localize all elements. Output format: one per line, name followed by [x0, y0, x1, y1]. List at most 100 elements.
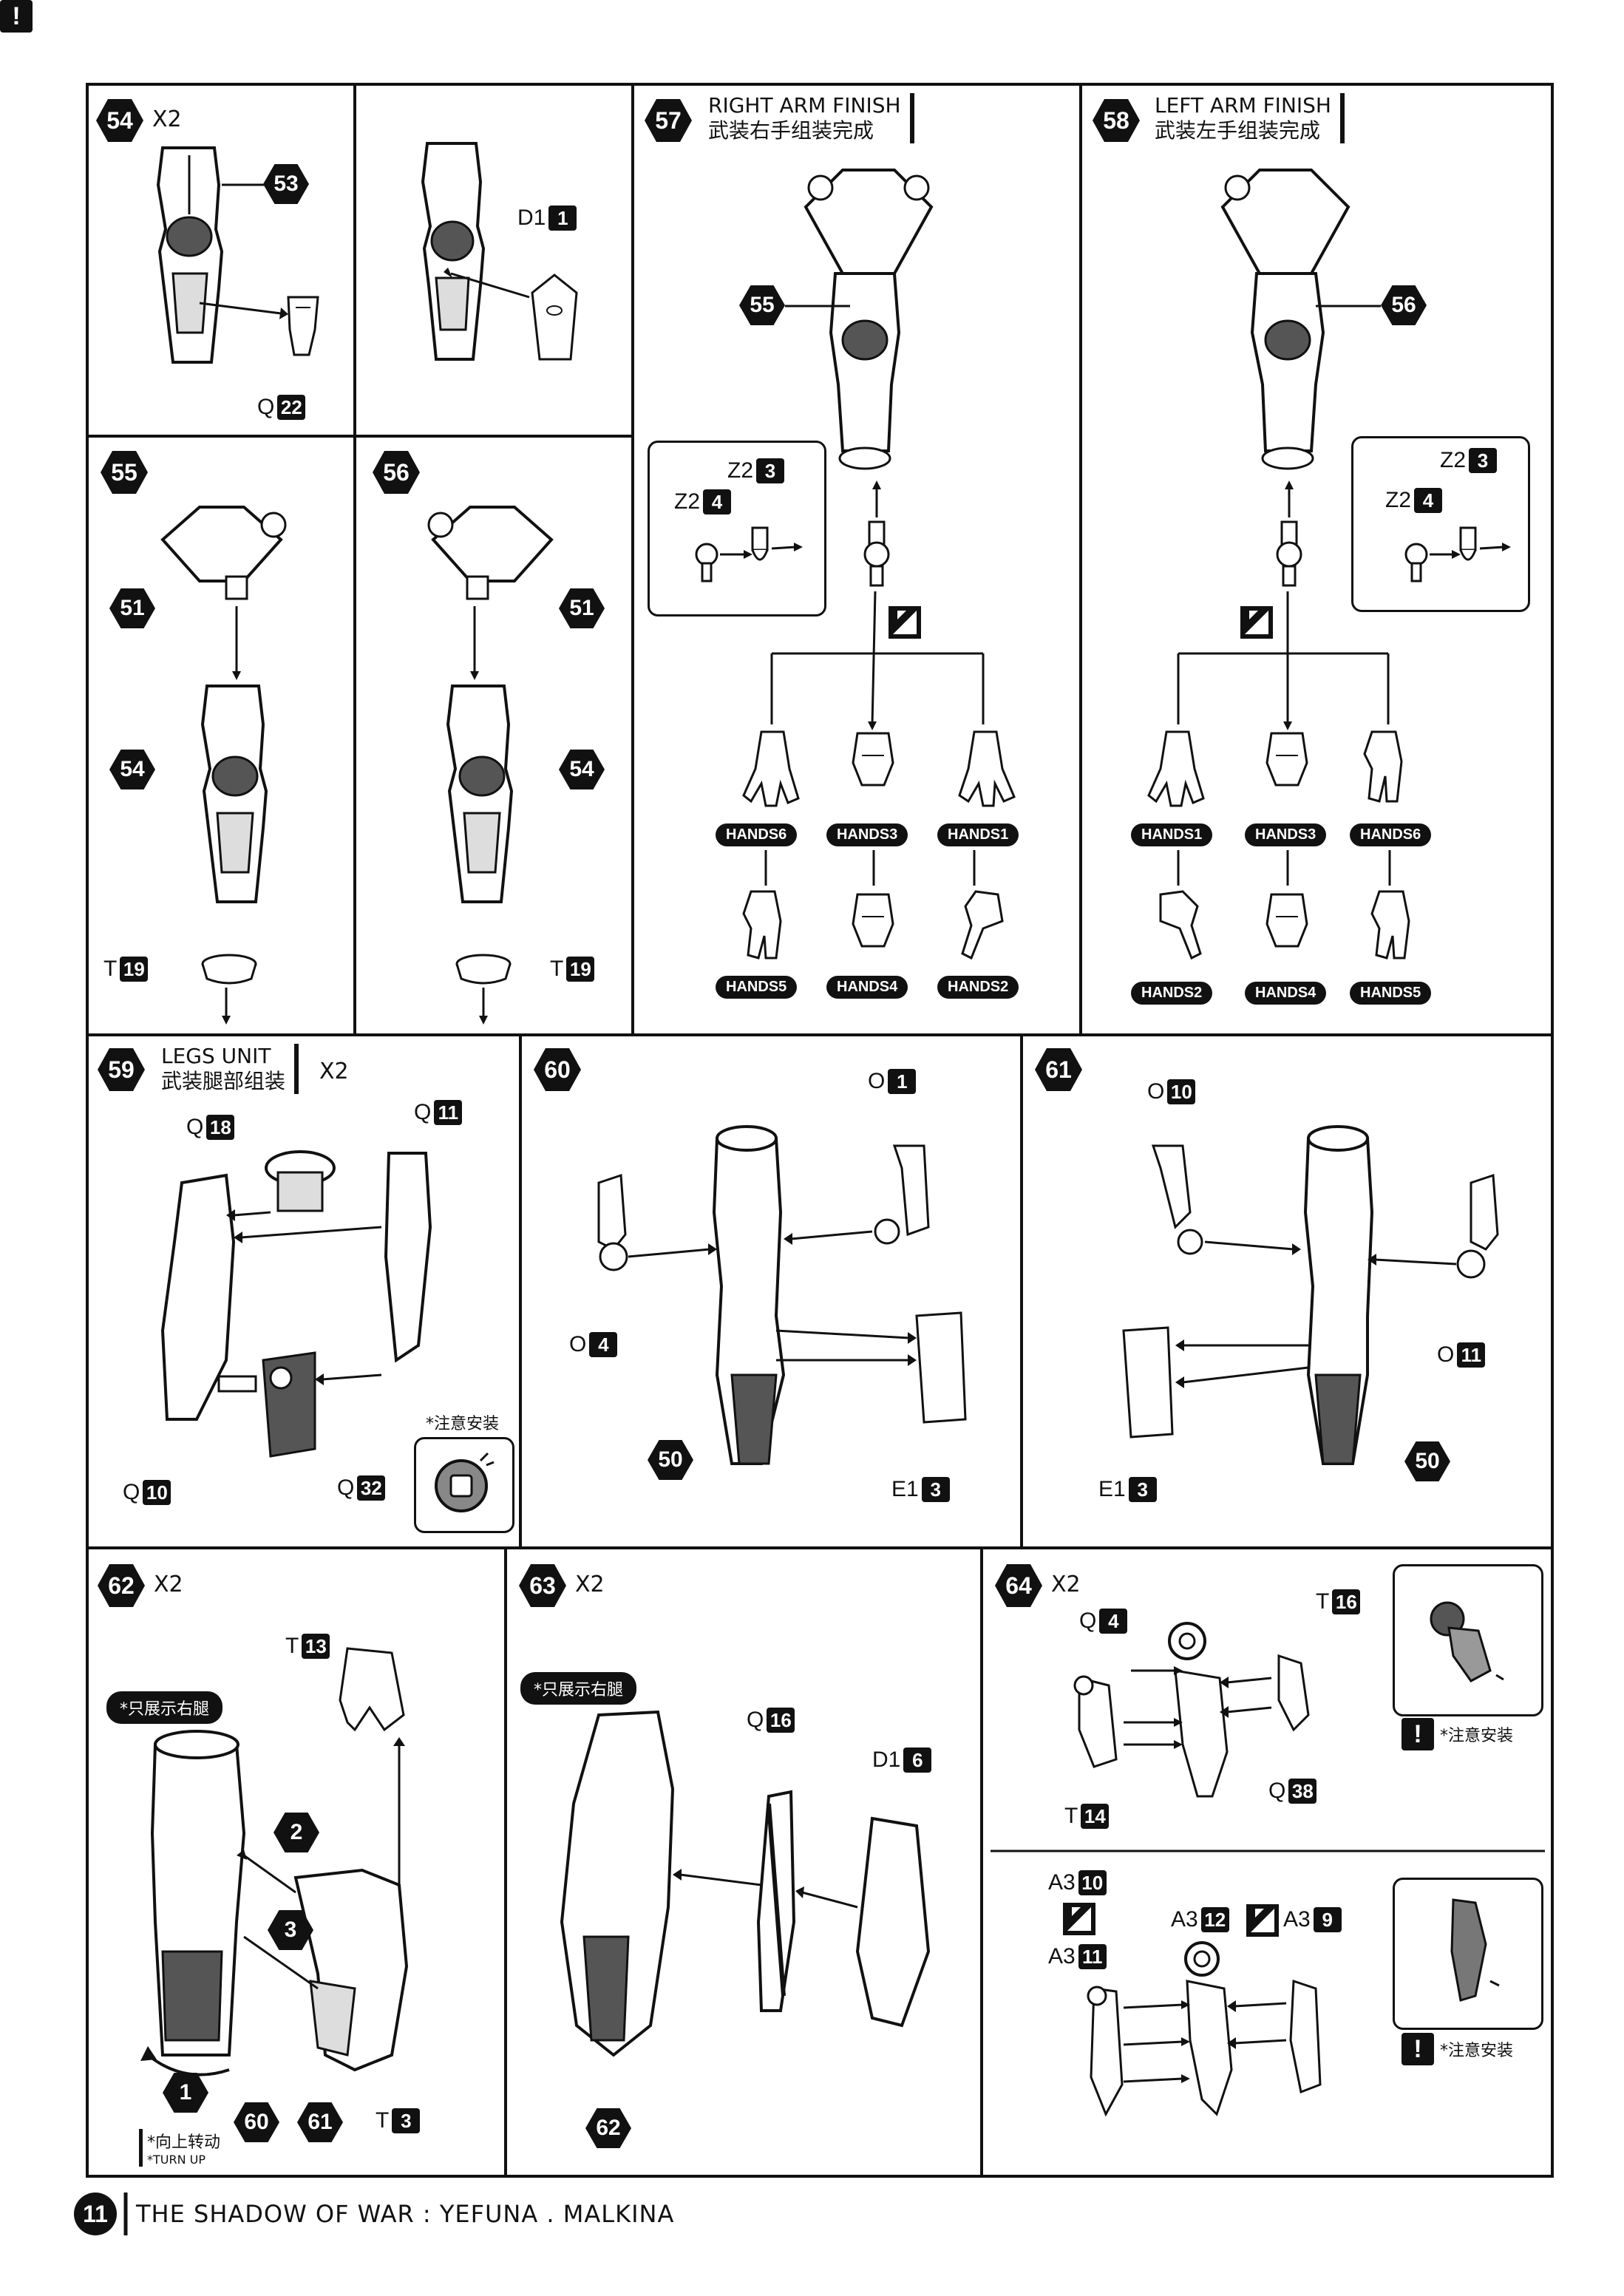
hand-label: HANDS4 — [1245, 982, 1327, 1005]
callout-box — [1351, 436, 1530, 612]
footer-divider — [123, 2193, 128, 2235]
hand-illustration — [742, 730, 800, 807]
leg-assembly-illustration — [140, 1647, 409, 2076]
step-title-cn: 武装左手组装完成 — [1155, 118, 1321, 143]
part-60-marker: 60 — [234, 2102, 279, 2142]
hand-illustration — [852, 732, 894, 787]
hand-illustration — [961, 890, 1004, 960]
step-title: RIGHT ARM FINISH 武装右手组装完成 — [708, 93, 914, 143]
assembly-arrow — [479, 988, 488, 1025]
hand-label: HANDS2 — [937, 976, 1019, 999]
leg-assembly-illustration — [597, 1125, 967, 1465]
joint-parts-illustration — [695, 526, 803, 583]
arm-part-illustration — [446, 685, 514, 903]
part-53-marker: 53 — [263, 164, 309, 204]
hand-illustration — [1147, 730, 1205, 807]
step-number: 64 — [995, 1564, 1042, 1607]
hand-tree-lines — [1177, 591, 1390, 730]
arm-part-illustration — [200, 685, 268, 903]
hand-label: HANDS2 — [1131, 982, 1213, 1005]
step-order-2: 2 — [274, 1813, 319, 1852]
assembly-arrow — [232, 606, 241, 680]
hand-illustration — [1363, 730, 1403, 803]
swap-icon — [1063, 1903, 1095, 1935]
step-title-cn: 武装腿部组装 — [161, 1069, 286, 1093]
hand-illustration — [1265, 893, 1308, 948]
warning-icon: ! — [1402, 1718, 1434, 1750]
small-part-illustration — [531, 274, 578, 361]
install-note-text: *注意安装 — [1440, 2042, 1514, 2060]
multiplier: X2 — [152, 106, 182, 132]
detail-part-illustration — [1430, 1601, 1504, 1682]
swap-icon — [889, 606, 921, 639]
step-title: LEFT ARM FINISH 武装左手组装完成 — [1155, 93, 1345, 143]
turn-up-note: *向上转动 *TURN UP — [139, 2129, 220, 2167]
hand-label: HANDS5 — [716, 976, 798, 999]
hand-label: HANDS3 — [1245, 823, 1327, 846]
detail-part-illustration — [1450, 1898, 1500, 2002]
leg-assembly-illustration — [1122, 1125, 1499, 1465]
step-title: LEGS UNIT 武装腿部组装 — [161, 1044, 299, 1094]
leg-frame-illustration — [160, 1150, 432, 1458]
footer-title: THE SHADOW OF WAR : YEFUNA . MALKINA — [136, 2200, 675, 2228]
swap-icon — [1240, 606, 1273, 639]
hand-label: HANDS6 — [1350, 823, 1432, 846]
arm-finish-illustration — [803, 169, 934, 470]
multiplier: X2 — [575, 1572, 605, 1597]
hand-connector — [764, 850, 976, 886]
hand-tree-lines — [770, 591, 985, 730]
assembly-arrow — [470, 606, 479, 680]
turn-up-cn: *向上转动 — [147, 2133, 221, 2152]
leader-line — [785, 305, 850, 308]
hand-label: HANDS6 — [716, 823, 798, 846]
step-title-en: LEGS UNIT — [161, 1044, 271, 1068]
wrist-joint-illustration — [1276, 520, 1302, 587]
small-part-illustration — [287, 296, 319, 356]
detail-part-illustration — [435, 1452, 495, 1512]
hand-illustration — [1159, 890, 1202, 960]
leg-armor-illustration — [560, 1710, 931, 2057]
shoulder-part-illustration — [160, 506, 287, 600]
step-number: 56 — [373, 451, 420, 494]
step-title-en: LEFT ARM FINISH — [1155, 93, 1331, 118]
swap-icon — [1246, 1904, 1279, 1937]
step-order-3: 3 — [268, 1910, 313, 1950]
step-number: 62 — [98, 1564, 145, 1607]
warning-icon: ! — [1402, 2033, 1434, 2065]
part-61-marker: 61 — [297, 2102, 343, 2142]
install-note: !*注意安装 — [1402, 1718, 1513, 1750]
step-number: 57 — [645, 99, 692, 142]
hand-label: HANDS5 — [1350, 982, 1432, 1005]
hand-illustration — [958, 730, 1016, 807]
arm-finish-illustration — [1220, 169, 1350, 470]
turn-up-en: *TURN UP — [147, 2153, 206, 2167]
assembly-arrow — [222, 988, 231, 1025]
arm-part-illustration — [421, 142, 486, 361]
cap-part-illustration — [201, 954, 257, 985]
assembly-arrow — [444, 268, 530, 299]
warning-icon: ! — [0, 0, 33, 33]
step-title-cn: 武装右手组装完成 — [708, 118, 874, 143]
